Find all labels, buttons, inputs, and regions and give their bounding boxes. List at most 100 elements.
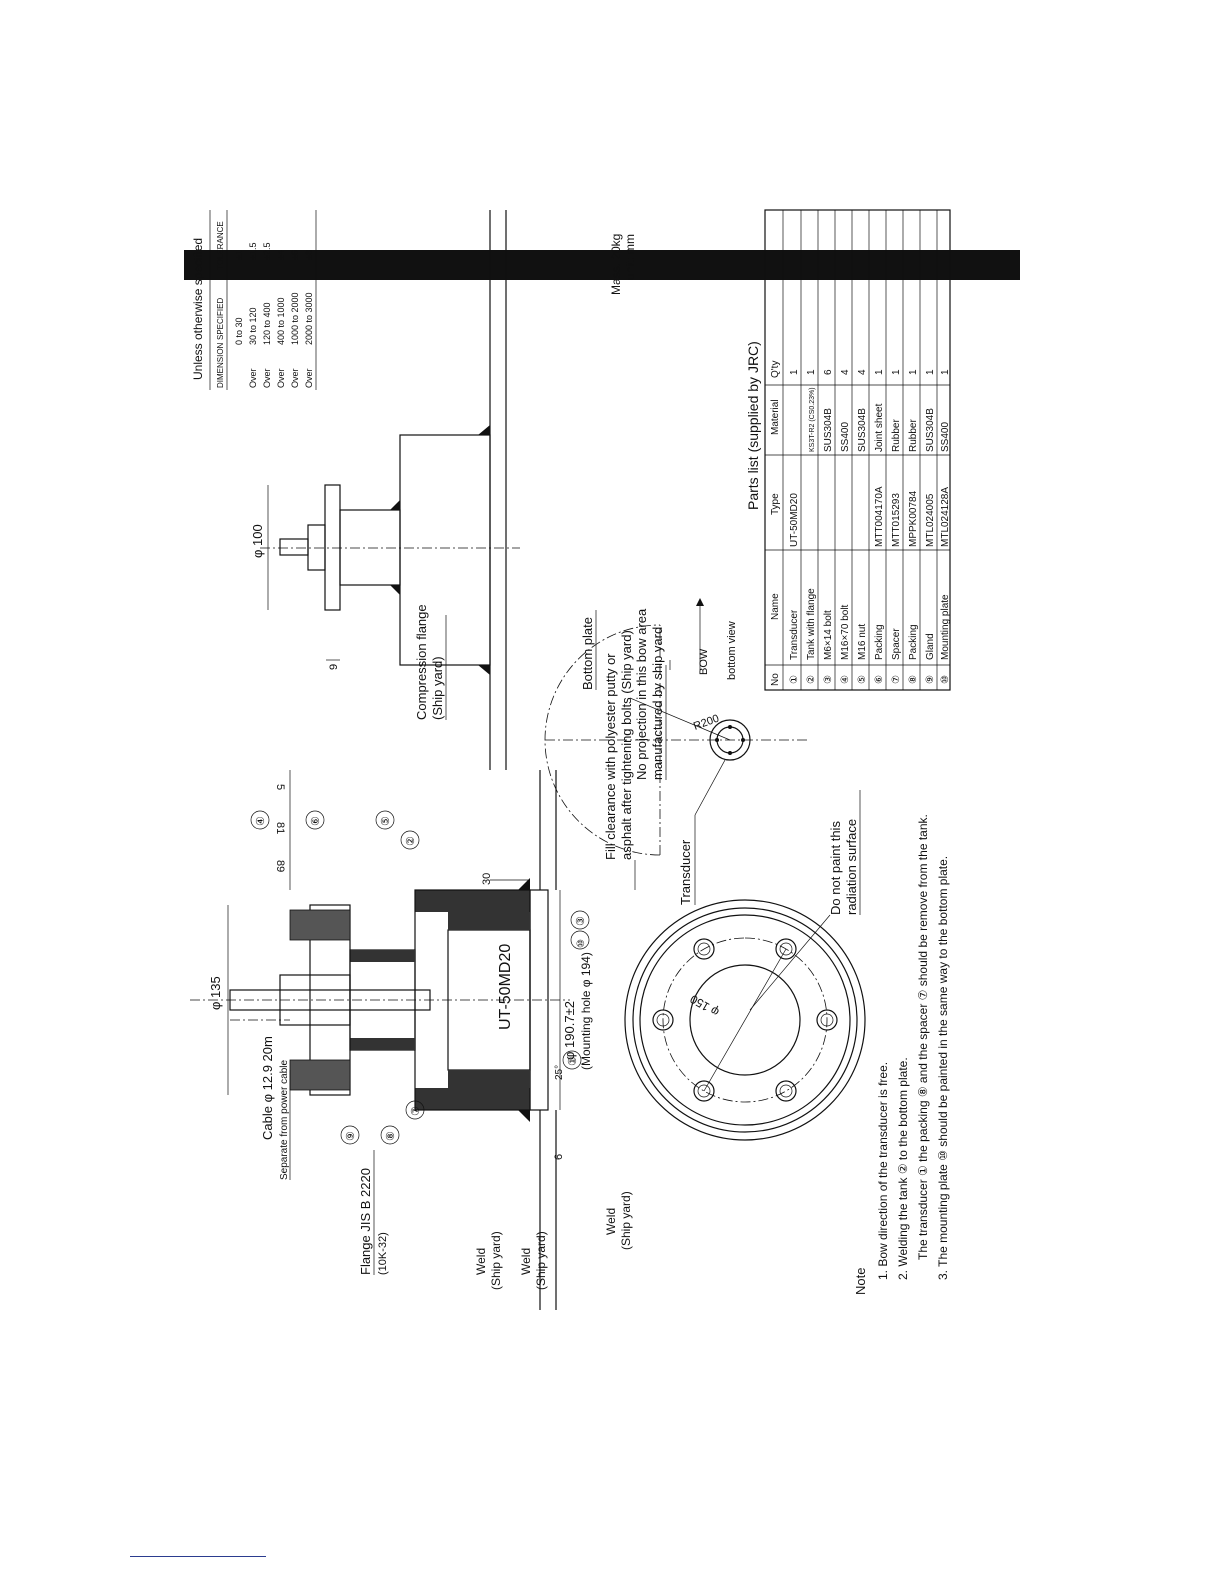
svg-text:1: 1: [908, 369, 919, 375]
svg-text:Gland: Gland: [925, 633, 936, 660]
cable-label: Cable φ 12.9 20m: [260, 1036, 275, 1140]
flange-sub: (10K-32): [377, 1232, 389, 1275]
svg-text:⑤: ⑤: [857, 675, 868, 684]
svg-text:Q'ty: Q'ty: [770, 361, 781, 378]
mass-label: Mass. 20kg: [609, 234, 623, 295]
cable-sub: Separate from power cable: [279, 1059, 290, 1180]
svg-text:⑦: ⑦: [410, 1106, 422, 1116]
svg-text:Packing: Packing: [908, 624, 919, 660]
footer-rule: [130, 1556, 266, 1557]
svg-text:②: ②: [806, 675, 817, 684]
svg-text:1000 to 2000: 1000 to 2000: [290, 292, 300, 345]
dim9-label: 9: [328, 664, 340, 670]
svg-text:±4: ±4: [276, 250, 286, 260]
tolerance-table: Unless otherwise specified DIMENSION SPE…: [191, 210, 317, 390]
note-item: The transducer ① the packing ⑧ and the s…: [916, 814, 930, 1260]
bolt-hole: [816, 1009, 838, 1031]
svg-text:Over: Over: [276, 368, 286, 388]
notes-title: Note: [853, 1268, 868, 1295]
compression-flange-sub: (Ship yard): [430, 656, 445, 720]
svg-text:⑧: ⑧: [385, 1131, 397, 1141]
svg-text:⑤: ⑤: [380, 816, 392, 826]
svg-text:Transducer: Transducer: [789, 609, 800, 660]
svg-text:⑦: ⑦: [891, 675, 902, 684]
bolt-hole: [693, 938, 715, 960]
svg-text:±2.5: ±2.5: [262, 243, 272, 260]
tolerance-header-specified: SPECIFIED: [216, 298, 225, 340]
weld-sub-1: (Ship yard): [489, 1231, 503, 1290]
svg-text:No: No: [770, 673, 781, 686]
svg-text:±1: ±1: [234, 250, 244, 260]
angle-label: 25°: [554, 1065, 565, 1080]
bow-text: BOW: [698, 648, 710, 675]
fill-note-2: asphalt after tightening bolts (Ship yar…: [619, 630, 634, 860]
svg-text:⑨: ⑨: [345, 1131, 357, 1141]
svg-text:③: ③: [823, 675, 834, 684]
balloon: ⑨: [340, 1125, 360, 1145]
bottom-view-label: bottom view: [726, 621, 738, 680]
tolerance-row: 0 to 30 ±1: [234, 250, 244, 345]
svg-text:③: ③: [575, 916, 587, 926]
svg-text:2000 to 3000: 2000 to 3000: [304, 292, 314, 345]
svg-text:⑩: ⑩: [940, 675, 951, 684]
plan-view: φ 150 Do not paint this radiation surfac…: [624, 790, 866, 1141]
svg-text:1: 1: [891, 369, 902, 375]
svg-text:4: 4: [840, 369, 851, 375]
svg-text:SUS304B: SUS304B: [925, 408, 936, 452]
svg-text:1: 1: [806, 369, 817, 375]
dim30-label: 30: [481, 873, 493, 885]
svg-text:SUS304B: SUS304B: [823, 408, 834, 452]
no-paint-2: radiation surface: [844, 819, 859, 915]
svg-text:④: ④: [255, 816, 267, 826]
svg-text:SUS304B: SUS304B: [857, 408, 868, 452]
svg-text:MTT004170A: MTT004170A: [874, 486, 885, 547]
svg-text:Rubber: Rubber: [908, 419, 919, 452]
svg-text:Material: Material: [770, 399, 781, 435]
svg-text:UT-50MD20: UT-50MD20: [789, 493, 800, 547]
no-paint-1: Do not paint this: [828, 821, 843, 915]
svg-text:MPPK00784: MPPK00784: [908, 490, 919, 547]
svg-text:Over: Over: [248, 368, 258, 388]
tolerance-header-dimension: DIMENSION: [216, 342, 225, 388]
balloon: ④: [250, 810, 270, 830]
tolerance-row: Over 120 to 400 ±2.5: [262, 243, 272, 388]
balloon: ②: [400, 830, 420, 850]
svg-text:MTT015293: MTT015293: [891, 493, 902, 547]
weld-label-2: Weld: [519, 1248, 533, 1275]
svg-text:Packing: Packing: [874, 624, 885, 660]
balloon: ③: [570, 910, 590, 930]
svg-text:M16×70 bolt: M16×70 bolt: [840, 604, 851, 660]
svg-text:④: ④: [840, 675, 851, 684]
svg-text:SS400: SS400: [940, 422, 951, 452]
svg-text:⑥: ⑥: [310, 816, 322, 826]
svg-text:Spacer: Spacer: [891, 628, 902, 660]
balloon: ①: [562, 1050, 582, 1070]
weld-sub-3: (Ship yard): [619, 1191, 633, 1250]
svg-text:②: ②: [405, 836, 417, 846]
svg-text:MTL024128A: MTL024128A: [940, 487, 951, 547]
model-label: UT-50MD20: [497, 944, 514, 1030]
svg-text:Tank with flange: Tank with flange: [806, 588, 817, 660]
svg-text:MTL024005: MTL024005: [925, 493, 936, 547]
svg-text:Over: Over: [262, 368, 272, 388]
dim5-label: 5: [274, 784, 286, 790]
transducer-label: Transducer: [678, 839, 693, 905]
compression-flange-label: Compression flange: [414, 604, 429, 720]
no-projection-1: No projection in this bow area: [634, 608, 649, 780]
unit-label: unit: mm: [623, 234, 637, 280]
flange-label: Flange JIS B 2220: [358, 1168, 373, 1275]
svg-text:SS400: SS400: [840, 422, 851, 452]
svg-text:1: 1: [940, 369, 951, 375]
weld-sub-2: (Ship yard): [534, 1231, 548, 1290]
svg-text:M6×14 bolt: M6×14 bolt: [823, 610, 834, 660]
tolerance-row: Over 2000 to 3000 ±8: [304, 250, 314, 388]
bolt-hole: [693, 1080, 715, 1102]
